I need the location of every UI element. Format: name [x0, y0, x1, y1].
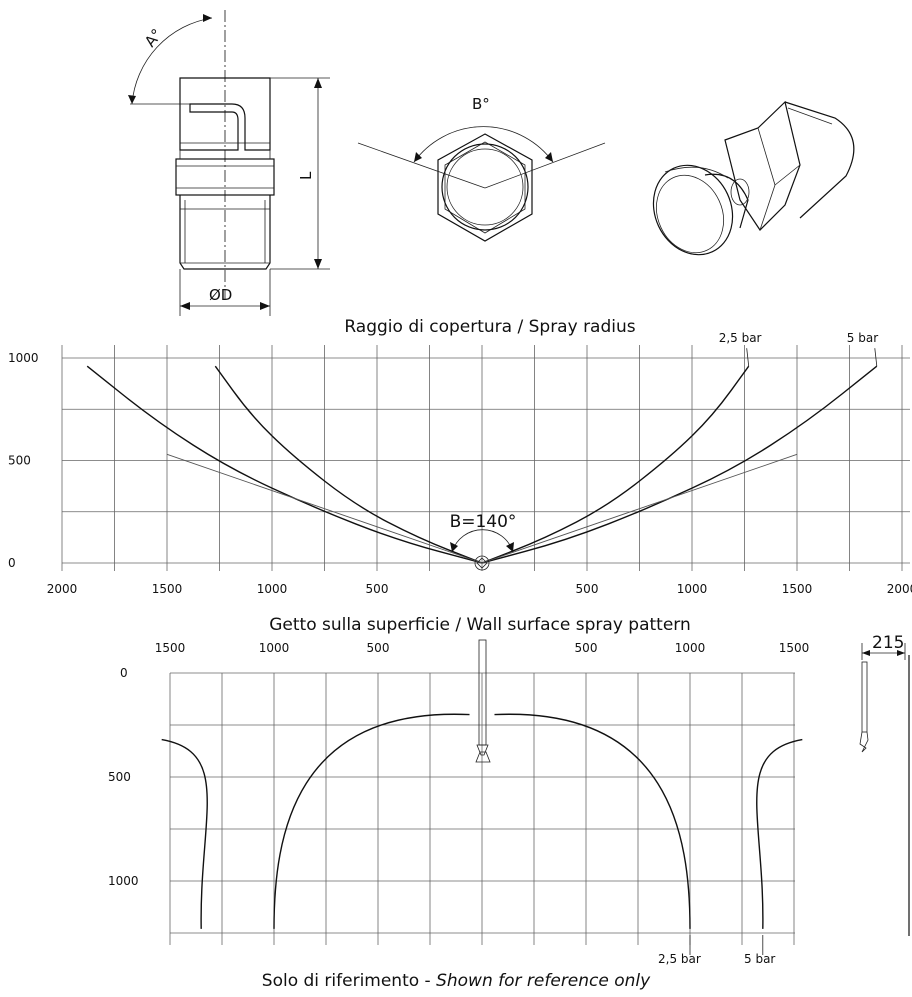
sr-tangent-line [166, 453, 483, 564]
sr-xtick: 2000 [887, 582, 912, 596]
sr-ytick: 500 [8, 454, 31, 468]
wp-xtick: 500 [575, 641, 598, 655]
wp-curve-0 [273, 713, 470, 929]
length-dimension: L [270, 77, 330, 270]
nozzle-isometric-view [652, 100, 855, 256]
wp-ytick: 0 [120, 666, 128, 680]
side-clearance-detail: 215 [859, 633, 910, 936]
sr-xtick: 1000 [257, 582, 288, 596]
sr-xtick: 500 [576, 582, 599, 596]
origin-nozzle-symbol [474, 555, 490, 571]
sr-xtick: 0 [478, 582, 486, 596]
wall-pattern-title: Getto sulla superficie / Wall surface sp… [269, 615, 691, 635]
sr-curve-1 [481, 365, 878, 564]
diameter-dimension: ØD [179, 269, 271, 316]
wp-series-label: 5 bar [744, 952, 775, 966]
angle-a-label: A° [141, 25, 166, 50]
wp-curve-1 [756, 738, 803, 929]
sr-xtick: 1000 [677, 582, 708, 596]
wall-pattern-curves [161, 713, 803, 929]
sr-ytick: 1000 [8, 351, 39, 365]
reference-note: Solo di riferimento - Shown for referenc… [262, 971, 651, 991]
spray-angle-label: B=140° [450, 512, 517, 532]
sr-xtick: 1500 [782, 582, 813, 596]
sr-curve-1 [86, 365, 483, 564]
length-label: L [297, 171, 315, 180]
sr-series-label: 2,5 bar [719, 331, 762, 345]
wall-nozzle-symbol [475, 639, 491, 763]
wp-curve-0 [494, 713, 691, 929]
spray-radius-curves [86, 365, 878, 564]
spray-radius-labels: 2000 1500 1000 500 0 500 1000 1500 2000 1000 500 0 2… [8, 331, 912, 596]
sr-series-label: 5 bar [847, 331, 878, 345]
sr-tangent-line [481, 453, 798, 564]
wp-series-label: 2,5 bar [658, 952, 701, 966]
spray-radius-title: Raggio di copertura / Spray radius [344, 317, 635, 337]
nozzle-hex-view: B° [357, 95, 606, 242]
sr-curve-0 [214, 365, 483, 564]
wall-pattern-labels: 1500 1000 500 500 1000 1500 0 500 1000 2,5 bar 5 b… [108, 641, 809, 966]
wp-curve-1 [161, 738, 208, 929]
angle-b-label: B° [472, 95, 490, 113]
sr-curve-0 [481, 365, 750, 564]
sr-ytick: 0 [8, 556, 16, 570]
wp-xtick: 500 [367, 641, 390, 655]
sr-series-leader [874, 348, 878, 367]
wp-xtick: 1500 [155, 641, 186, 655]
angle-a-dimension: A° [128, 14, 213, 105]
wp-xtick: 1000 [259, 641, 290, 655]
sr-series-leader [746, 348, 750, 367]
sr-xtick: 1500 [152, 582, 183, 596]
sr-xtick: 2000 [47, 582, 78, 596]
wall-pattern-grid [169, 672, 795, 945]
sr-xtick: 500 [366, 582, 389, 596]
width-215-label: 215 [872, 633, 904, 653]
wp-ytick: 1000 [108, 874, 139, 888]
spray-radius-grid [61, 345, 910, 571]
spray-angle-annotation: B=140° [450, 512, 517, 553]
nozzle-side-view [175, 10, 275, 300]
wp-ytick: 500 [108, 770, 131, 784]
diameter-label: ØD [209, 286, 232, 304]
wp-xtick: 1000 [675, 641, 706, 655]
wp-xtick: 1500 [779, 641, 810, 655]
